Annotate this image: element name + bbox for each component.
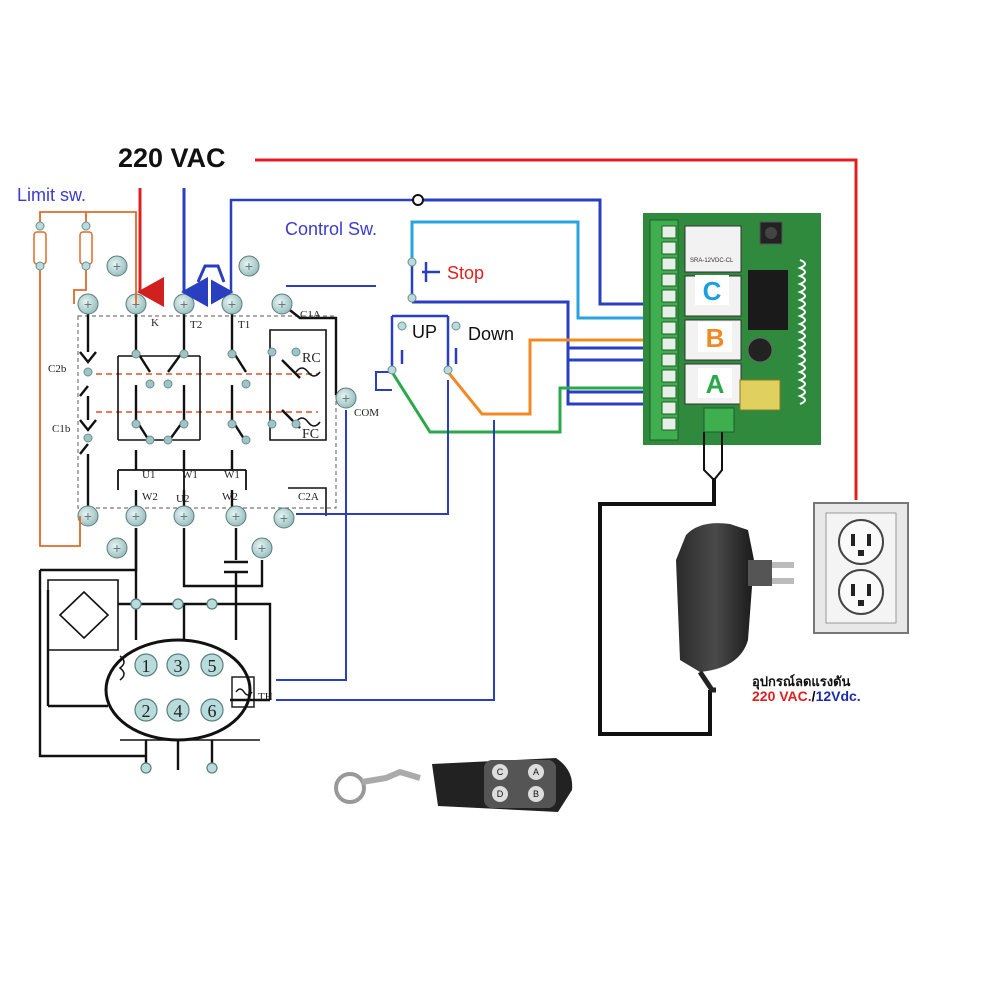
remote-button-b: B (533, 789, 539, 799)
power-adapter (676, 523, 794, 693)
motor-terminal-4: 4 (174, 701, 183, 721)
down-label: Down (468, 324, 515, 344)
remote-button-a: A (533, 767, 539, 777)
motor-terminal-1: 1 (142, 656, 151, 676)
wall-outlet (813, 502, 909, 634)
schematic-labels: K T2 T1 C1A C2b C1b RC FC COM U1 W1 W1 W… (48, 309, 379, 721)
label-w1b: W1 (224, 469, 240, 481)
control-switch-label: Control Sw. (285, 219, 378, 239)
label-th: TH (258, 691, 273, 703)
dc-supply-wiring (598, 432, 723, 736)
stop-label: Stop (447, 263, 485, 283)
label-w2a: W2 (142, 491, 158, 503)
label-w1a: W1 (182, 469, 198, 481)
adapter-input: 220 VAC. (752, 688, 812, 704)
power-wiring (137, 158, 858, 500)
relay-b-label: B (706, 323, 725, 353)
svg-text:+: + (113, 258, 121, 274)
label-c1a: C1A (300, 309, 321, 321)
svg-text:+: + (228, 296, 236, 312)
label-u1: U1 (142, 469, 155, 481)
limit-switch-label: Limit sw. (17, 185, 87, 205)
label-com: COM (354, 407, 379, 419)
motor-terminal-2: 2 (142, 701, 151, 721)
control-switch-wiring (276, 198, 648, 701)
relay-c-label: C (703, 276, 722, 306)
svg-text:+: + (84, 296, 92, 312)
up-label: UP (412, 322, 438, 342)
svg-text:+: + (258, 540, 266, 556)
adapter-caption: อุปกรณ์ลดแรงดัน (752, 674, 851, 689)
relay-a-label: A (706, 369, 725, 399)
relay-letters: C B A (695, 275, 732, 399)
svg-text:+: + (245, 258, 253, 274)
svg-text:+: + (180, 296, 188, 312)
motor-terminal-6: 6 (208, 701, 217, 721)
label-fc: FC (302, 427, 319, 442)
svg-text:+: + (113, 540, 121, 556)
svg-text:+: + (132, 508, 140, 524)
remote-keyfob: C A D B (334, 758, 573, 812)
svg-text:+: + (342, 390, 350, 406)
svg-text:+: + (84, 508, 92, 524)
adapter-output: 12Vdc. (815, 688, 861, 704)
svg-text:+: + (280, 510, 288, 526)
label-c2a: C2A (298, 491, 319, 503)
svg-text:+: + (180, 508, 188, 524)
svg-text:+: + (278, 296, 286, 312)
label-w2b: W2 (222, 491, 238, 503)
terminal-row-top: ++ +++ +++ +++ ++ ++ (77, 255, 357, 559)
label-k: K (151, 317, 159, 329)
label-c1b: C1b (52, 423, 71, 435)
remote-button-c: C (497, 767, 504, 777)
motor-terminal-3: 3 (174, 656, 183, 676)
remote-button-d: D (497, 789, 504, 799)
label-rc: RC (302, 351, 321, 366)
supply-label: 220 VAC (118, 143, 226, 173)
adapter-rating: 220 VAC./12Vdc. (752, 688, 861, 704)
label-u2: U2 (176, 493, 189, 505)
adapter-separator: / (811, 688, 816, 704)
label-c2b: C2b (48, 363, 67, 375)
label-t1: T1 (238, 319, 250, 331)
receiver-model: SRA-12VDC-CL (690, 258, 734, 264)
control-box-schematic: ++ +++ +++ +++ ++ ++ (38, 255, 357, 774)
svg-text:+: + (232, 508, 240, 524)
motor-terminal-5: 5 (208, 656, 217, 676)
label-t2: T2 (190, 319, 202, 331)
